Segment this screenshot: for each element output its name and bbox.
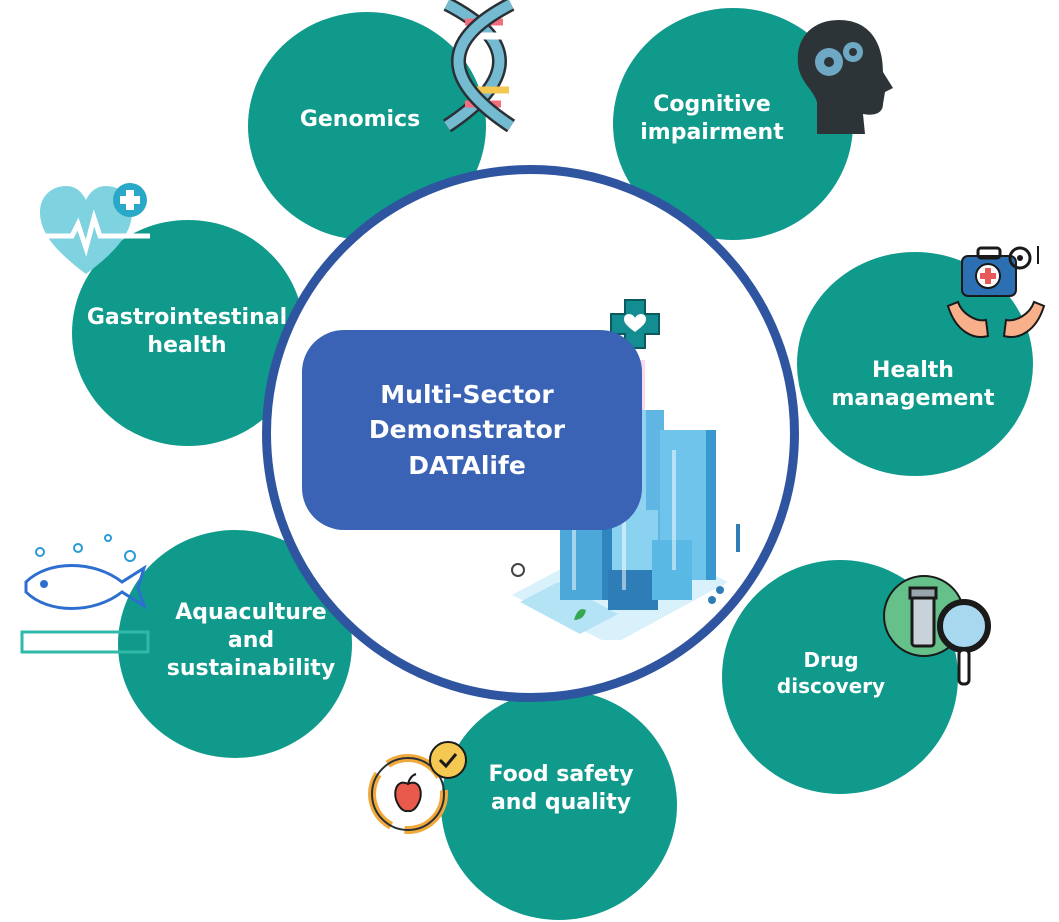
topic-label-cognitive-impairment: Cognitive impairment	[640, 91, 784, 145]
topic-label-food-safety: Food safety and quality	[488, 761, 634, 815]
medical-cross-heart-icon	[610, 299, 660, 349]
topic-food-safety: Food safety and quality	[441, 690, 677, 920]
topic-label-gastrointestinal-health: Gastrointestinal health	[86, 304, 288, 358]
topic-genomics: Genomics	[248, 12, 486, 240]
topic-label-aquaculture: Aquaculture and sustainability	[166, 599, 336, 682]
heart-pulse-icon	[36, 183, 150, 274]
topic-label-health-management: Health management	[831, 357, 995, 411]
topic-cognitive-impairment: Cognitive impairment	[613, 8, 853, 240]
center-title-box: Multi-Sector Demonstrator DATAlife	[302, 330, 642, 530]
apple-check-icon	[368, 741, 467, 834]
topic-label-genomics: Genomics	[299, 106, 421, 132]
fish-icon	[20, 534, 150, 654]
brain-gears-icon	[797, 20, 893, 134]
center-title: Multi-Sector Demonstrator DATAlife	[368, 379, 566, 480]
topic-label-drug-discovery: Drug discovery	[776, 648, 886, 698]
topic-health-management: Health management	[797, 252, 1033, 476]
dna-icon	[442, 0, 516, 132]
topic-aquaculture: Aquaculture and sustainability	[118, 530, 352, 758]
medical-kit-hands-icon	[946, 246, 1046, 338]
vial-magnifier-icon	[883, 575, 991, 686]
